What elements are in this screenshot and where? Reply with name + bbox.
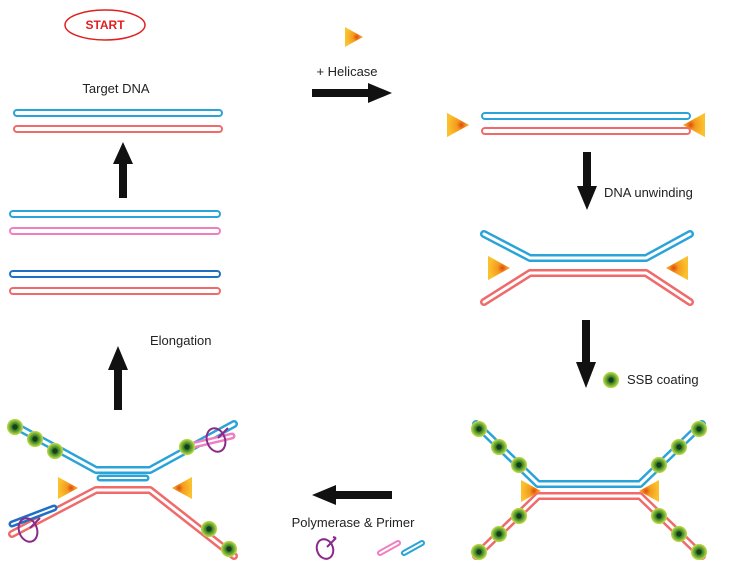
- product-dna-duplex-1: [9, 210, 221, 235]
- helicase-triangle-icon: [447, 112, 469, 138]
- elongation-arrow-icon: [108, 346, 128, 410]
- helicase-arrow-icon: [312, 83, 392, 103]
- helicase-bound-dna: [447, 112, 705, 138]
- ssb-protein-icon: [602, 371, 620, 389]
- ssb-arrow-icon: [576, 320, 596, 388]
- target-dna-duplex: [13, 109, 223, 133]
- polymerase-arrow-icon: [312, 485, 392, 505]
- elongating-dna: [6, 418, 238, 560]
- dna-unwinding-label: DNA unwinding: [604, 185, 693, 200]
- primer-icon: [377, 540, 425, 556]
- polymerase-icon: [315, 536, 337, 560]
- helicase-label: + Helicase: [316, 64, 377, 79]
- helicase-triangle-icon: [345, 27, 363, 47]
- ssb-coating-label: SSB coating: [627, 372, 699, 387]
- unwound-dna: [480, 230, 694, 306]
- target-dna-label: Target DNA: [82, 81, 150, 96]
- ssb-coated-dna: [470, 420, 708, 561]
- unwinding-arrow-icon: [577, 152, 597, 210]
- product-dna-duplex-2: [9, 270, 221, 295]
- polymerase-primer-label: Polymerase & Primer: [292, 515, 415, 530]
- start-label: START: [85, 18, 125, 32]
- elongation-label: Elongation: [150, 333, 211, 348]
- up-arrow-icon: [113, 142, 133, 198]
- start-marker: START: [64, 9, 146, 41]
